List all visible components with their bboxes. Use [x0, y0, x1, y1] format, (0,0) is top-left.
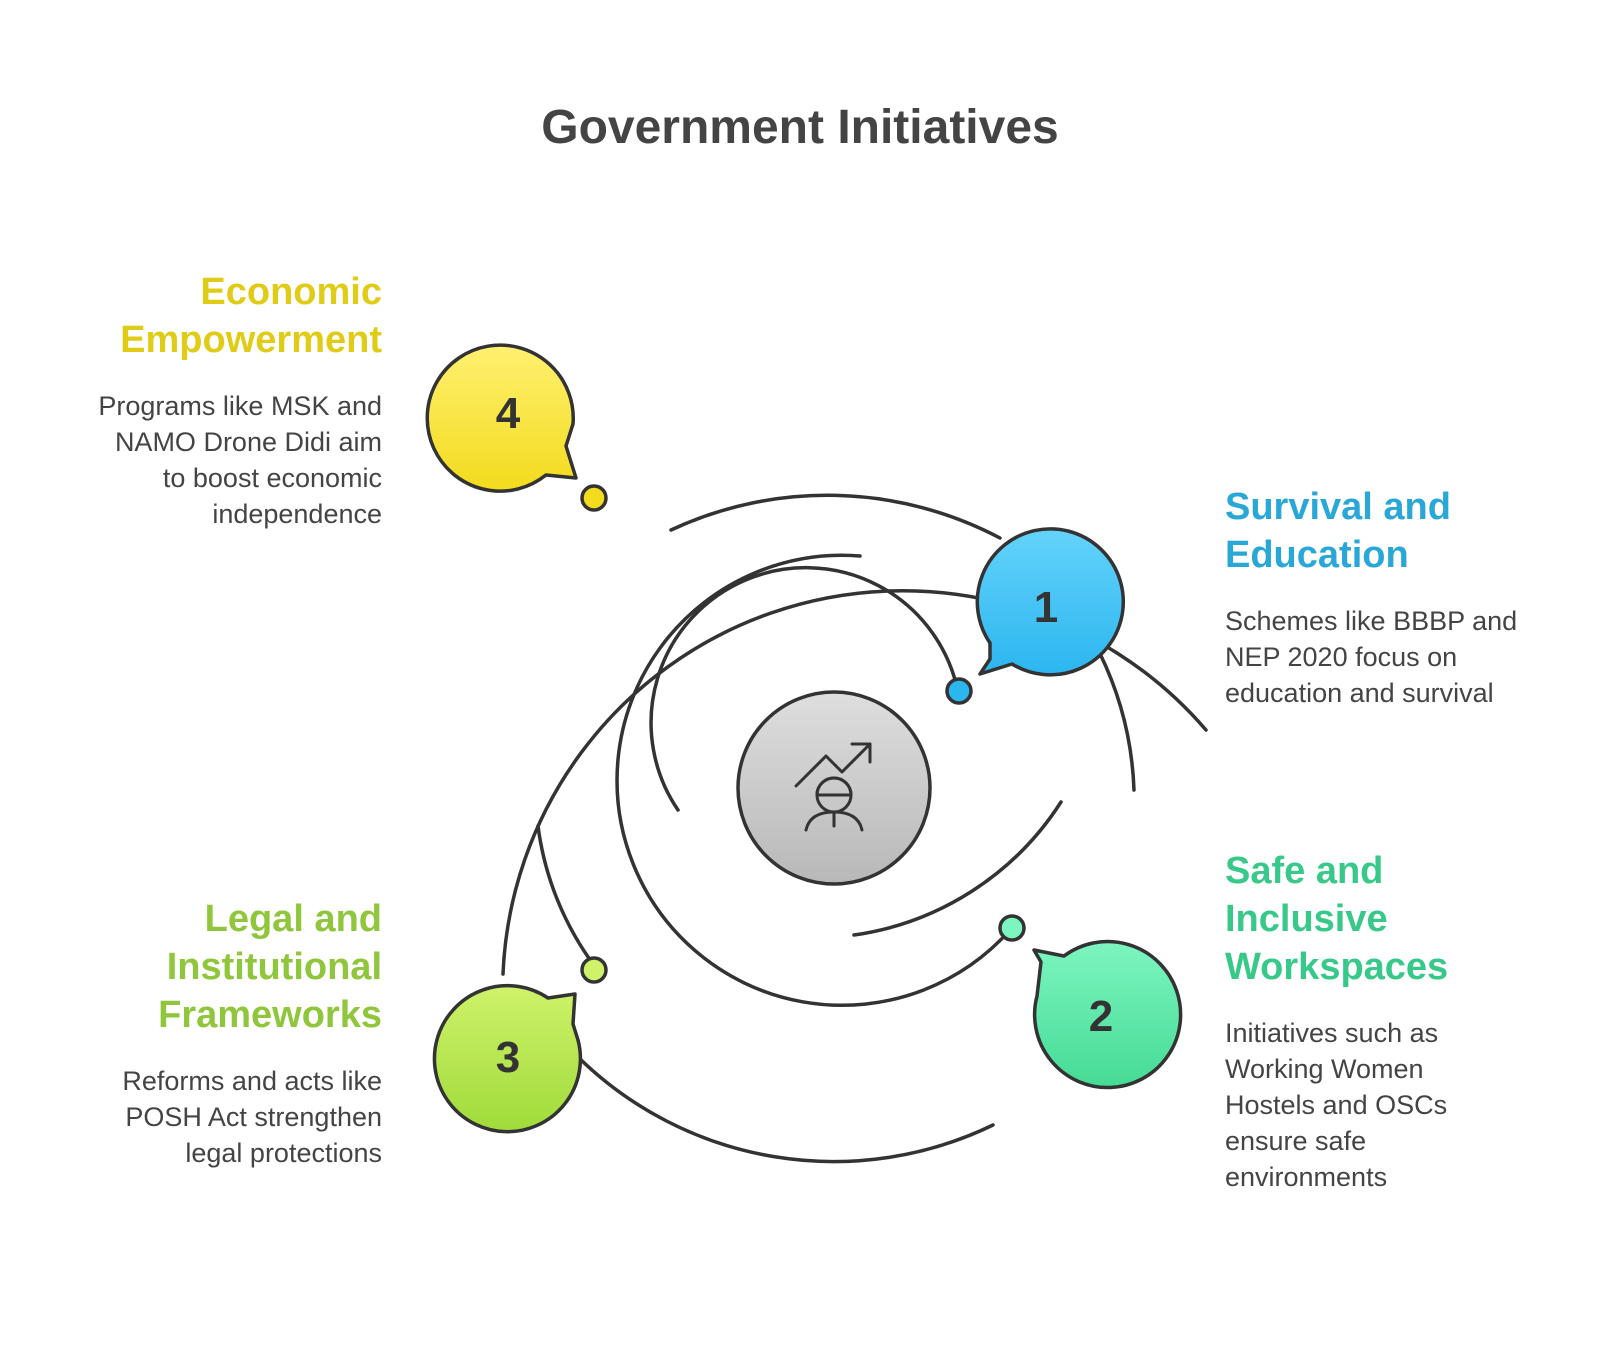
orbit-arc-upper	[669, 493, 1002, 540]
item-3-description: Reforms and acts like POSH Act strengthe…	[122, 1066, 382, 1168]
item-economic-empowerment: Economic Empowerment Programs like MSK a…	[90, 268, 382, 532]
dot-3	[580, 956, 608, 984]
orbit-arc-inner	[649, 566, 960, 812]
item-safe-workspaces: Safe and Inclusive Workspaces Initiative…	[1225, 847, 1515, 1195]
badge-2-number: 2	[1089, 992, 1113, 1041]
orbit-arc-lower	[576, 1055, 995, 1164]
item-4-heading: Economic Empowerment	[120, 271, 382, 361]
badge-4: 4	[425, 343, 578, 493]
dot-2	[998, 914, 1026, 942]
badge-1: 1	[975, 527, 1126, 677]
item-2-description: Initiatives such as Working Women Hostel…	[1225, 1018, 1448, 1192]
badge-4-number: 4	[496, 389, 521, 438]
item-4-description: Programs like MSK and NAMO Drone Didi ai…	[98, 391, 382, 529]
center-node	[736, 690, 932, 886]
item-1-heading: Survival and Education	[1225, 486, 1451, 576]
page-title: Government Initiatives	[541, 101, 1059, 154]
badge-2: 2	[1032, 939, 1183, 1090]
item-1-description: Schemes like BBBP and NEP 2020 focus on …	[1225, 606, 1518, 708]
item-survival-education: Survival and Education Schemes like BBBP…	[1225, 483, 1535, 711]
orbit-arc-second	[615, 553, 1012, 1007]
badge-3-number: 3	[496, 1033, 520, 1082]
orbit-arc-third	[852, 800, 1063, 937]
orbit-arc-fourth-lower	[536, 824, 598, 970]
dot-1	[945, 677, 973, 705]
dot-4	[580, 484, 608, 512]
growth-chart-person-icon	[794, 742, 872, 832]
item-legal-frameworks: Legal and Institutional Frameworks Refor…	[90, 895, 382, 1171]
badge-3: 3	[432, 983, 583, 1134]
badge-1-number: 1	[1034, 583, 1058, 632]
item-3-heading: Legal and Institutional Frameworks	[158, 898, 382, 1036]
item-2-heading: Safe and Inclusive Workspaces	[1225, 850, 1449, 988]
